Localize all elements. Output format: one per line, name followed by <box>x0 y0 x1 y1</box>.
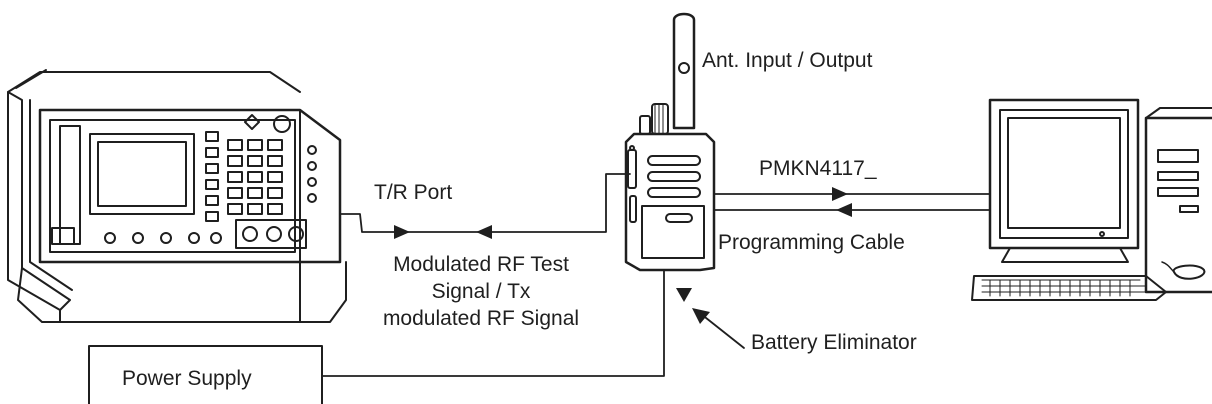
rf-signal-line-1: Modulated RF Test <box>393 253 569 276</box>
power-supply-label: Power Supply <box>122 367 252 390</box>
battery-leader-arrowhead <box>692 308 710 324</box>
tr-port-label: T/R Port <box>374 181 453 204</box>
computer-icon <box>971 98 1212 301</box>
cable-arrow-left <box>836 203 852 217</box>
radio-icon <box>624 12 716 272</box>
battery-eliminator-label: Battery Eliminator <box>751 331 917 354</box>
rf-arrow-right <box>394 225 410 239</box>
cable-model-label: PMKN4117_ <box>759 157 877 180</box>
cable-arrow-right <box>832 187 848 201</box>
antenna-label: Ant. Input / Output <box>702 49 873 72</box>
rf-arrow-left <box>476 225 492 239</box>
service-monitor-icon <box>7 69 347 323</box>
power-arrow-up <box>676 288 692 302</box>
rf-signal-line-3: modulated RF Signal <box>382 307 580 330</box>
programming-cable-label: Programming Cable <box>718 231 905 254</box>
power-line <box>321 269 665 377</box>
rf-signal-line-2: Signal / Tx <box>431 280 531 303</box>
rf-signal-label: Modulated RF Test Signal / Tx modulated … <box>356 254 606 329</box>
